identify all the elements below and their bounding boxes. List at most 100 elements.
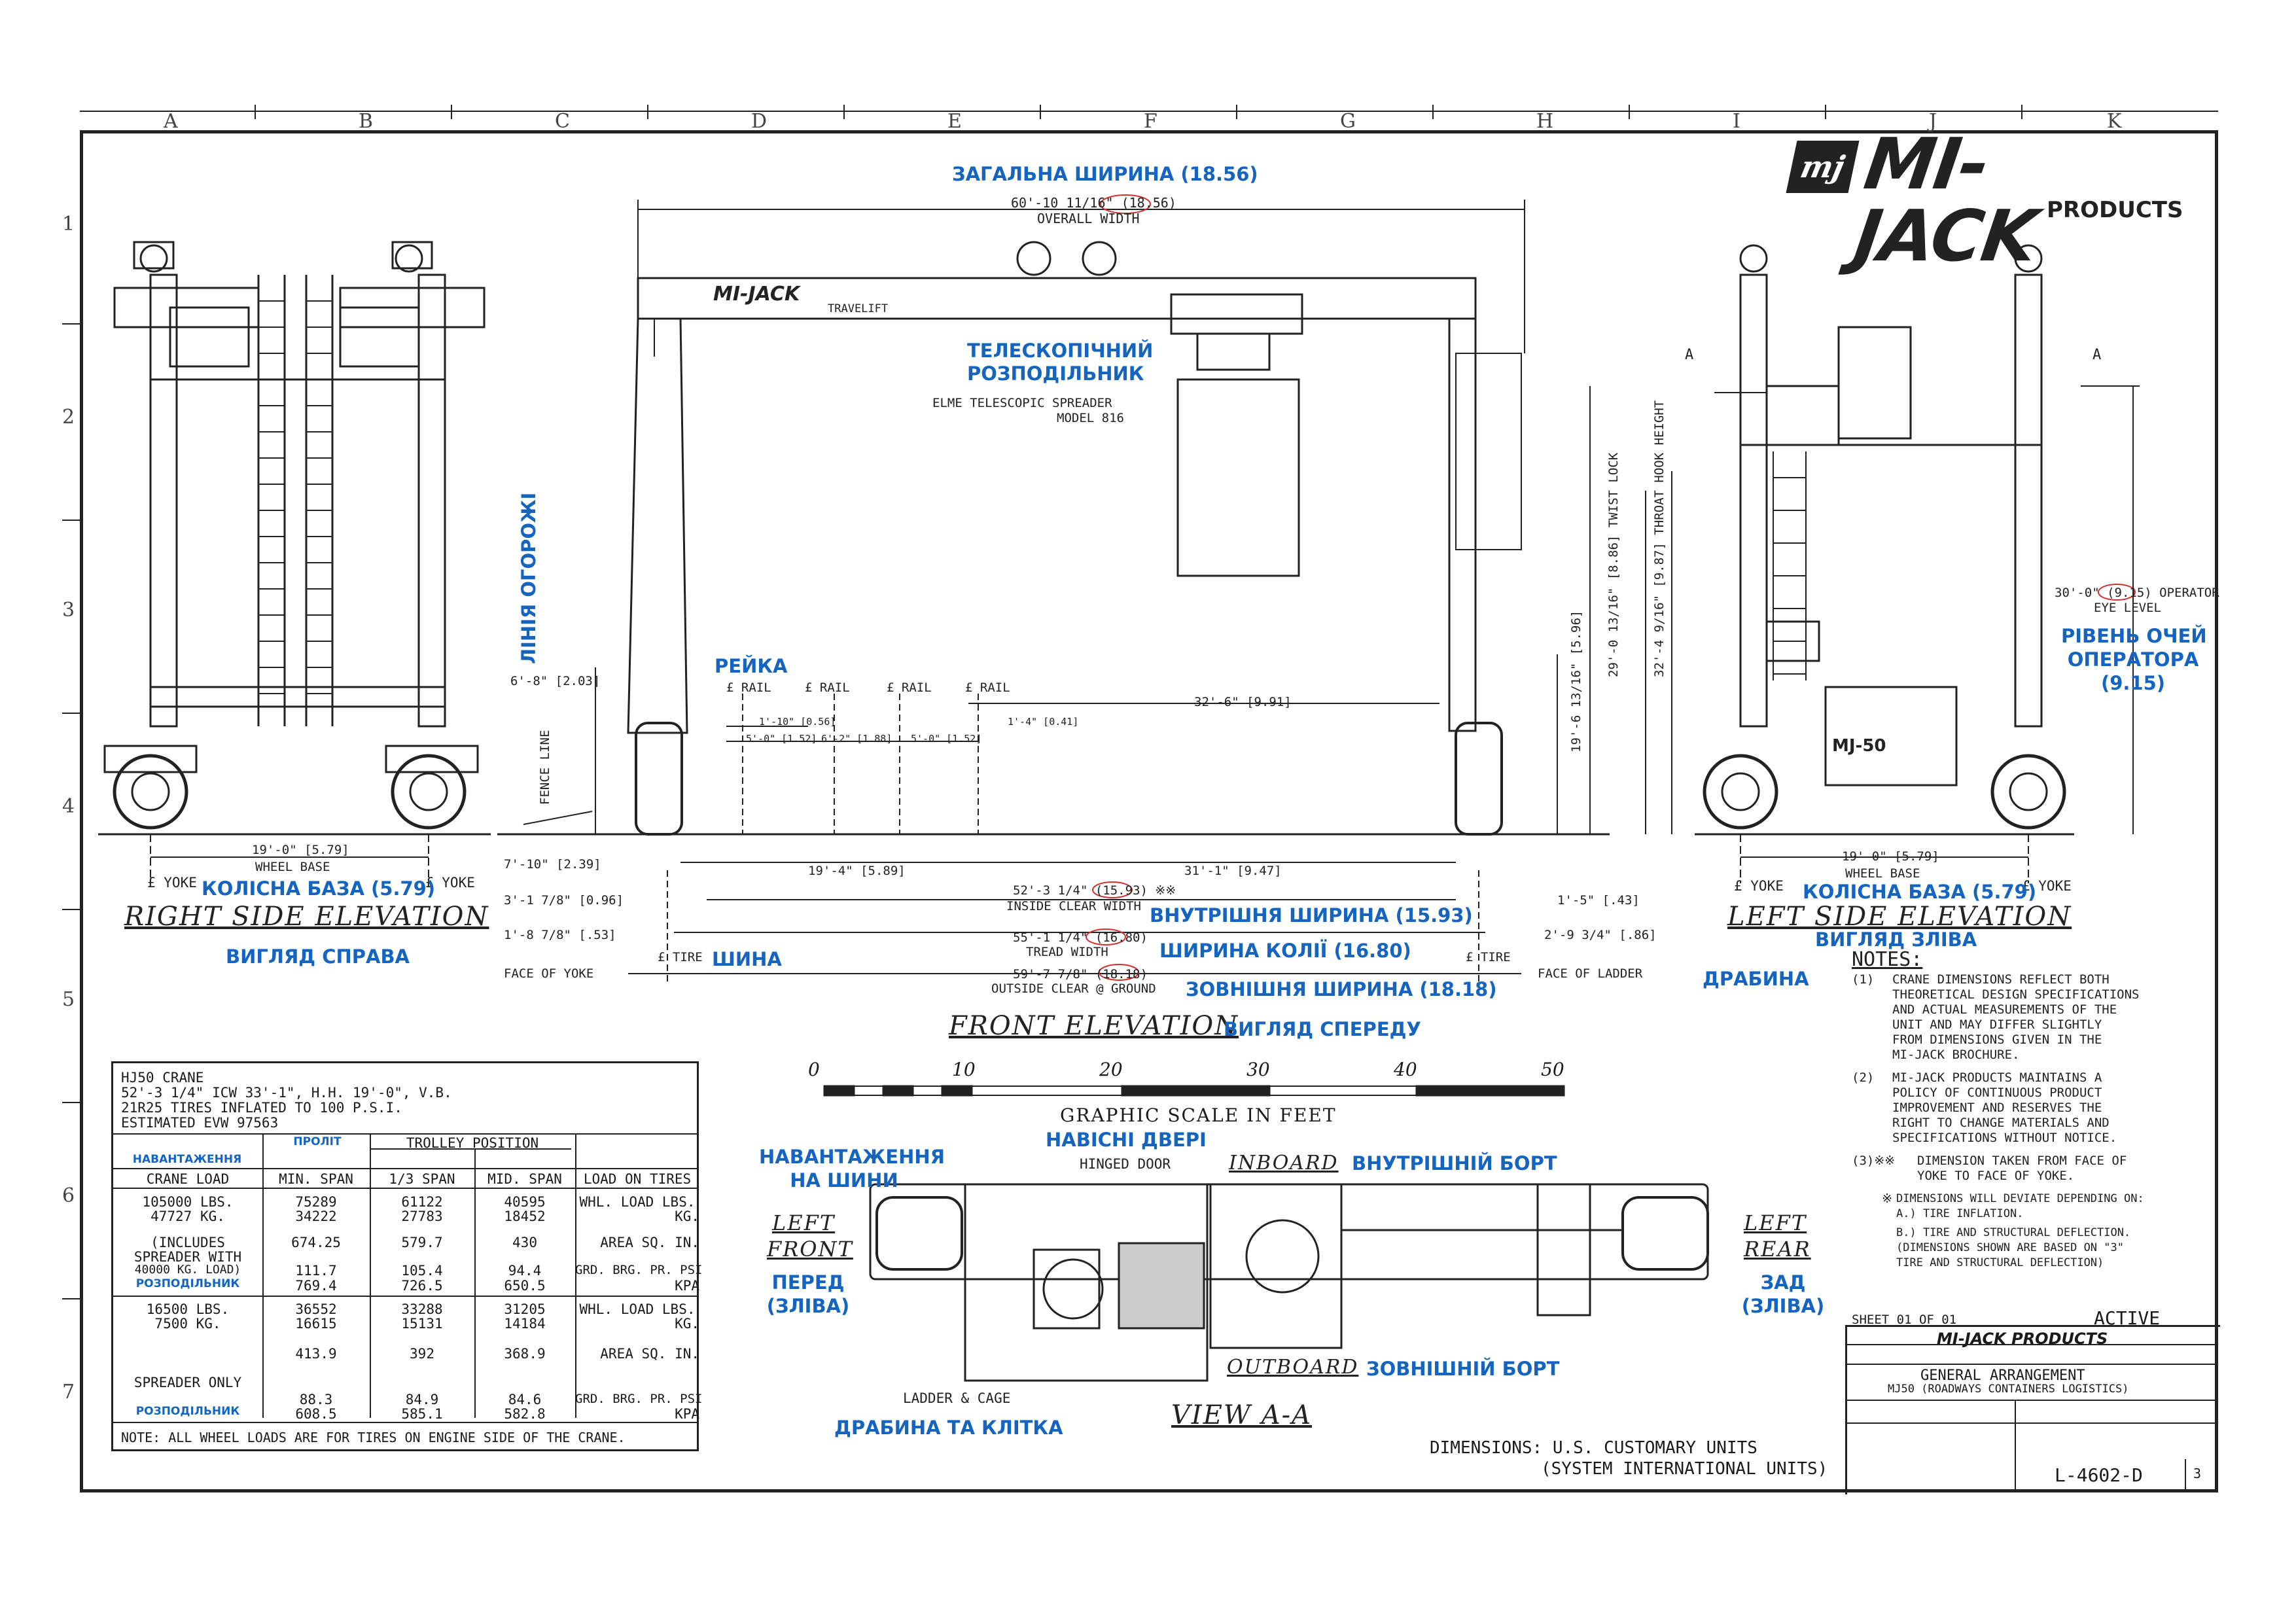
table-cell: 368.9	[504, 1346, 546, 1362]
left-front-label-2: FRONT	[767, 1237, 853, 1262]
note-line: UNIT AND MAY DIFFER SLIGHTLY	[1892, 1017, 2102, 1032]
note-line: FROM DIMENSIONS GIVEN IN THE	[1892, 1033, 2102, 1047]
ann-inside-width: ВНУТРІШНЯ ШИРИНА (15.93)	[1150, 904, 1473, 927]
hook-height-dim: 32'-4 9/16" [9.87] THROAT HOOK HEIGHT	[1652, 400, 1667, 677]
title-block-company: MI-JACK PRODUCTS	[1937, 1330, 2108, 1348]
left-yoke-right: £ YOKE	[2022, 878, 2072, 894]
twist-lock-dim: 29'-0 13/16" [8.86] TWIST LOCK	[1606, 452, 1621, 677]
face-of-ladder: FACE OF LADDER	[1538, 966, 1643, 981]
travelift-label: TRAVELIFT	[828, 302, 889, 315]
ann-tire-load-1: НАВАНТАЖЕННЯ	[759, 1146, 945, 1168]
right-side-elevation-lines	[98, 241, 491, 883]
outboard-label: OUTBOARD	[1227, 1356, 1359, 1379]
ann-wheel-base-left: КОЛІСНА БАЗА (5.79)	[1803, 881, 2037, 903]
note-item: (1) CRANE DIMENSIONS REFLECT BOTH THEORE…	[1852, 972, 2192, 1063]
inside-clear-label: INSIDE CLEAR WIDTH	[1006, 899, 1141, 913]
table-header-line-2: 52'-3 1/4" ICW 33'-1", H.H. 19'-0", V.B.	[121, 1085, 452, 1101]
table-col-min-span: MIN. SPAN	[279, 1171, 353, 1187]
note-line: (DIMENSIONS SHOWN ARE BASED ON "3"	[1896, 1241, 2124, 1254]
ann-operator-eye-1: РІВЕНЬ ОЧЕЙ	[2061, 625, 2207, 647]
table-header-line-1: HJ50 CRANE	[121, 1070, 204, 1086]
right-yoke-left: £ YOKE	[147, 875, 197, 891]
note-line: IMPROVEMENT AND RESERVES THE	[1892, 1101, 2102, 1115]
ann-hinged-door: НАВІСНІ ДВЕРІ	[1046, 1129, 1207, 1151]
ann-front-view: ВИГЛЯД СПЕРЕДУ	[1224, 1018, 1421, 1040]
table-cell: 726.5	[401, 1278, 443, 1294]
left-side-elevation-lines	[1695, 244, 2140, 883]
ann-left-view: ВИГЛЯД ЗЛІВА	[1815, 928, 1977, 951]
ann-rear-left-2: (ЗЛІВА)	[1741, 1295, 1825, 1317]
dim-1-8: 1'-8 7/8" [.53]	[504, 928, 616, 942]
grid-col-b: B	[359, 110, 374, 133]
notes-block: NOTES: (1) CRANE DIMENSIONS REFLECT BOTH…	[1852, 948, 2192, 1271]
table-cell: 14184	[504, 1316, 546, 1332]
table-col-third-span: 1/3 SPAN	[389, 1171, 455, 1187]
ann-wheel-base-right: КОЛІСНА БАЗА (5.79)	[202, 877, 436, 900]
dim-7-10: 7'-10" [2.39]	[504, 857, 601, 872]
dimensions-units-1: DIMENSIONS: U.S. CUSTOMARY UNITS	[1430, 1438, 1757, 1458]
dim-19-6: 19'-6 13/16" [5.96]	[1569, 610, 1583, 752]
table-cell: 579.7	[401, 1235, 443, 1250]
grid-row-4: 4	[62, 795, 75, 818]
dim-3-1: 3'-1 7/8" [0.96]	[504, 893, 624, 908]
note-line: YOKE TO FACE OF YOKE.	[1917, 1169, 2075, 1183]
view-a-title: VIEW A-A	[1171, 1400, 1313, 1430]
table-trolley-position: TROLLEY POSITION	[406, 1135, 539, 1151]
table-blue-span: ПРОЛІТ	[293, 1135, 342, 1148]
table-cell: KPA	[675, 1278, 699, 1294]
table-cell: 15131	[401, 1316, 443, 1332]
rail-spacing-3: 6'-2" [1.88]	[821, 733, 892, 745]
table-cell: 47727 KG.	[150, 1209, 225, 1224]
grid-col-c: C	[555, 110, 570, 133]
right-wheel-base-label: WHEEL BASE	[255, 860, 330, 874]
ann-outside-width: ЗОВНІШНЯ ШИРИНА (18.18)	[1186, 978, 1497, 1000]
table-cell: 7500 KG.	[154, 1316, 221, 1332]
ann-ladder: ДРАБИНА	[1703, 968, 1809, 990]
grid-row-1: 1	[62, 213, 75, 236]
spreader-label: ELME TELESCOPIC SPREADER	[932, 396, 1112, 410]
scale-tick-30: 30	[1246, 1059, 1270, 1080]
sheet-border	[80, 130, 2218, 1492]
dim-19-4: 19'-4" [5.89]	[808, 864, 906, 878]
section-mark-left: A	[1685, 347, 1694, 363]
grid-col-j: J	[1929, 110, 1937, 133]
table-cell: 582.8	[504, 1406, 546, 1422]
notes-title: NOTES:	[1852, 948, 1923, 971]
table-cell: AREA SQ. IN.	[600, 1346, 699, 1362]
ann-rail: РЕЙКА	[715, 655, 788, 677]
rail-label-3: £ RAIL	[887, 680, 932, 695]
ann-fence-line: ЛІНІЯ ОГОРОЖІ	[518, 492, 540, 664]
ann-front-left-2: (ЗЛІВА)	[766, 1295, 850, 1317]
table-cell: 40000 KG. LOAD)	[134, 1263, 241, 1277]
title-block-title-2: MJ50 (ROADWAYS CONTAINERS LOGISTICS)	[1888, 1383, 2129, 1396]
span-32-6: 32'-6" [9.91]	[1194, 695, 1292, 709]
table-col-mid-span: MID. SPAN	[487, 1171, 562, 1187]
table-blue-tire-load: НАВАНТАЖЕННЯ	[132, 1153, 242, 1166]
tire-right-dim: £ TIRE	[1466, 950, 1511, 964]
overall-width-dim: 60'-10 11/16" (18.56)	[1011, 195, 1176, 211]
table-cell: 31205	[504, 1301, 546, 1317]
table-cell: 769.4	[295, 1278, 337, 1294]
note-line: RIGHT TO CHANGE MATERIALS AND	[1892, 1116, 2110, 1130]
operator-eye-dim-2: EYE LEVEL	[2094, 601, 2161, 615]
tire-left-dim: £ TIRE	[658, 950, 703, 964]
fence-line-label: FENCE LINE	[538, 730, 552, 805]
table-cell: 105.4	[401, 1263, 443, 1279]
left-wheel-base-label: WHEEL BASE	[1845, 866, 1920, 881]
table-cell: 84.9	[405, 1392, 439, 1407]
ann-rear-left-1: ЗАД	[1760, 1271, 1806, 1294]
grid-col-k: K	[2107, 110, 2122, 133]
table-cell: 40595	[504, 1194, 546, 1210]
left-front-label-1: LEFT	[772, 1210, 836, 1235]
front-elevation-lines	[497, 200, 1672, 981]
note-line: SPECIFICATIONS WITHOUT NOTICE.	[1892, 1131, 2117, 1145]
table-cell: AREA SQ. IN.	[600, 1235, 699, 1250]
logo-subtext: PRODUCTS	[2047, 197, 2183, 223]
ann-telescopic-1: ТЕЛЕСКОПІЧНИЙ	[967, 340, 1154, 362]
note-line: B.) TIRE AND STRUCTURAL DEFLECTION.	[1896, 1226, 2131, 1239]
table-note: NOTE: ALL WHEEL LOADS ARE FOR TIRES ON E…	[121, 1430, 626, 1445]
table-cell: WHL. LOAD LBS.	[579, 1194, 696, 1210]
table-blue-spreader-1: РОЗПОДІЛЬНИК	[135, 1277, 240, 1290]
scale-tick-10: 10	[952, 1059, 976, 1080]
rail-spacing-4: 5'-0" [1.52]	[911, 733, 982, 745]
